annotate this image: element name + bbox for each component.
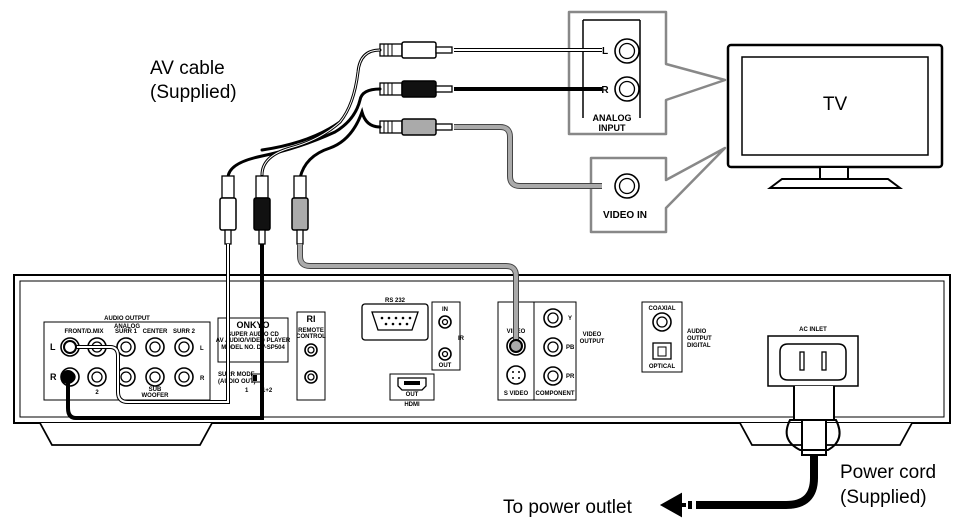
woofer-label: WOOFER <box>142 393 170 399</box>
tv-label: TV <box>823 94 848 115</box>
jack-r-label: R <box>601 85 609 96</box>
digital-audio-label: AUDIO <box>687 329 707 335</box>
to-power-outlet-label: To power outlet <box>503 497 633 518</box>
tv: TV <box>726 43 944 189</box>
plug-video-tv <box>379 118 453 136</box>
digital-audio-block: COAXIAL OPTICAL AUDIO OUTPUT DIGITAL <box>641 301 712 373</box>
component-label: COMPONENT <box>536 391 575 397</box>
plug-black-player <box>253 175 271 245</box>
plug-white-player <box>219 175 237 245</box>
model-line-3: MODEL NO. DV-SP504 <box>221 345 285 351</box>
num-2-label: 2 <box>95 390 99 396</box>
plug-video-player <box>291 175 309 245</box>
hdmi-block: OUT HDMI <box>389 373 435 408</box>
surr-mode-opt1: 1 <box>245 388 249 394</box>
y-label: Y <box>568 316 572 322</box>
row-l-label-right: L <box>200 346 204 352</box>
ac-inlet-label: AC INLET <box>799 327 827 333</box>
sub-label: SUB <box>149 387 162 393</box>
control-label: CONTROL <box>296 334 326 340</box>
audio-output-title: AUDIO OUTPUT <box>104 316 150 322</box>
video-output-block: VIDEO S VIDEO Y PB PR COMPONENT VIDEO OU… <box>497 301 605 401</box>
cable-to-tv <box>454 48 602 189</box>
ir-out-label: OUT <box>439 363 452 369</box>
power-cord-label: Power cord <box>840 462 936 483</box>
rs232-block: RS 232 <box>361 298 429 341</box>
analog-input-label: ANALOG <box>593 113 632 123</box>
hdmi-label: HDMI <box>404 402 420 408</box>
model-line-2: AV AUDIO/VIDEO PLAYER <box>216 338 291 344</box>
video-output-label: VIDEO <box>583 332 602 338</box>
optical-label: OPTICAL <box>649 364 676 370</box>
rs232-label: RS 232 <box>385 298 406 304</box>
video-output-label-2: OUTPUT <box>580 339 605 345</box>
row-l-label: L <box>50 342 56 352</box>
analog-input-panel: L R ANALOG INPUT <box>567 10 727 136</box>
power-cord <box>659 386 841 518</box>
ri-logo: RI <box>307 314 316 324</box>
av-cable-bundle <box>226 48 382 180</box>
av-cable-label: AV cable <box>150 58 225 79</box>
av-cable-label-2: (Supplied) <box>150 82 237 103</box>
hdmi-out-label: OUT <box>406 392 419 398</box>
ac-inlet-block: AC INLET <box>767 327 859 387</box>
row-r-label: R <box>50 372 57 382</box>
ir-block: IN IR OUT <box>431 301 465 371</box>
center-label: CENTER <box>143 329 168 335</box>
analog-input-label-2: INPUT <box>599 123 627 133</box>
video-in-panel: VIDEO IN <box>589 146 727 234</box>
ir-label: IR <box>458 336 465 342</box>
ir-in-label: IN <box>442 307 448 313</box>
plugged-jacks <box>61 339 523 384</box>
surr-mode-opt2: 1+2 <box>262 388 273 394</box>
digital-label: DIGITAL <box>687 343 711 349</box>
arrow-left-icon <box>659 492 686 518</box>
analog-label: ANALOG <box>114 324 140 330</box>
cable-audio-to-player <box>66 244 519 420</box>
surr-mode-label: SURR MODE <box>218 372 255 378</box>
plug-black-tv <box>379 80 453 98</box>
pb-label: PB <box>566 345 575 351</box>
plug-white-tv <box>379 41 453 59</box>
av-cable-bundle-fill <box>261 49 381 176</box>
jack-l-label: L <box>602 46 608 57</box>
pr-label: PR <box>566 374 575 380</box>
remote-label: REMOTE <box>298 328 324 334</box>
front-dmix-label: FRONT/D.MIX <box>65 329 104 335</box>
audio-output-block: AUDIO OUTPUT ANALOG FRONT/D.MIX SURR 1 C… <box>43 316 211 401</box>
coaxial-label: COAXIAL <box>649 306 676 312</box>
model-line-1: SUPER AUDIO CD <box>227 332 279 338</box>
surr2-label: SURR 2 <box>173 329 196 335</box>
surr1-label: SURR 1 <box>115 329 138 335</box>
surr-mode-label-2: (AUDIO OUT) <box>218 379 256 385</box>
power-cord-label-2: (Supplied) <box>840 487 927 508</box>
s-video-label: S VIDEO <box>504 391 529 397</box>
remote-control-block: RI REMOTE CONTROL <box>296 311 326 401</box>
video-in-label: VIDEO IN <box>603 210 647 221</box>
brand-logo: ONKYO <box>236 320 269 330</box>
row-r-label-right: R <box>200 376 205 382</box>
digital-output-label: OUTPUT <box>687 336 712 342</box>
